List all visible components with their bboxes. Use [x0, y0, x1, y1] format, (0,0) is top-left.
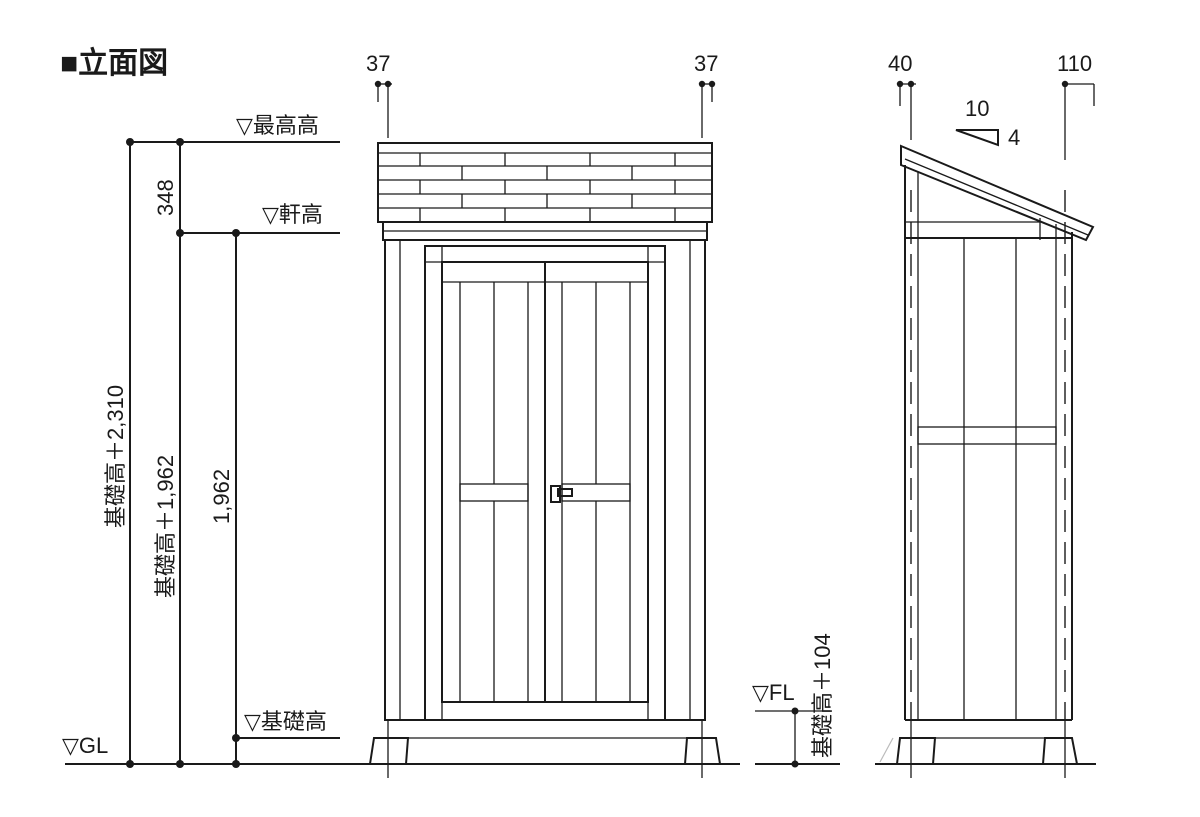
- front-right-overhang-dim: 37: [694, 51, 718, 76]
- drawing-title: ■立面図: [60, 46, 168, 80]
- side-front-overhang-dim: 40: [888, 51, 912, 76]
- level-top-label: ▽最高高: [236, 113, 319, 138]
- slope-rise-dim: 4: [1008, 125, 1020, 150]
- total-height-dim: 基礎高＋2,310: [103, 385, 128, 528]
- side-elevation: 40 110 10 4: [875, 51, 1096, 778]
- eave-height-dim: 基礎高＋1,962: [153, 455, 178, 598]
- front-elevation: 37 37: [350, 51, 740, 778]
- slope-run-dim: 10: [965, 96, 989, 121]
- level-fl-label: ▽FL: [752, 680, 795, 705]
- level-gl-label: ▽GL: [62, 733, 108, 758]
- wall-height-dim: 1,962: [209, 469, 234, 524]
- fl-dimension: [755, 707, 840, 768]
- front-left-overhang-dim: 37: [366, 51, 390, 76]
- floor-height-dim: 基礎高＋104: [810, 633, 835, 758]
- left-dimension-lines: [65, 138, 355, 768]
- level-eave-label: ▽軒高: [262, 202, 323, 227]
- side-back-overhang-dim: 110: [1057, 51, 1092, 76]
- level-foundation-label: ▽基礎高: [244, 709, 327, 734]
- roof-height-dim: 348: [153, 179, 178, 216]
